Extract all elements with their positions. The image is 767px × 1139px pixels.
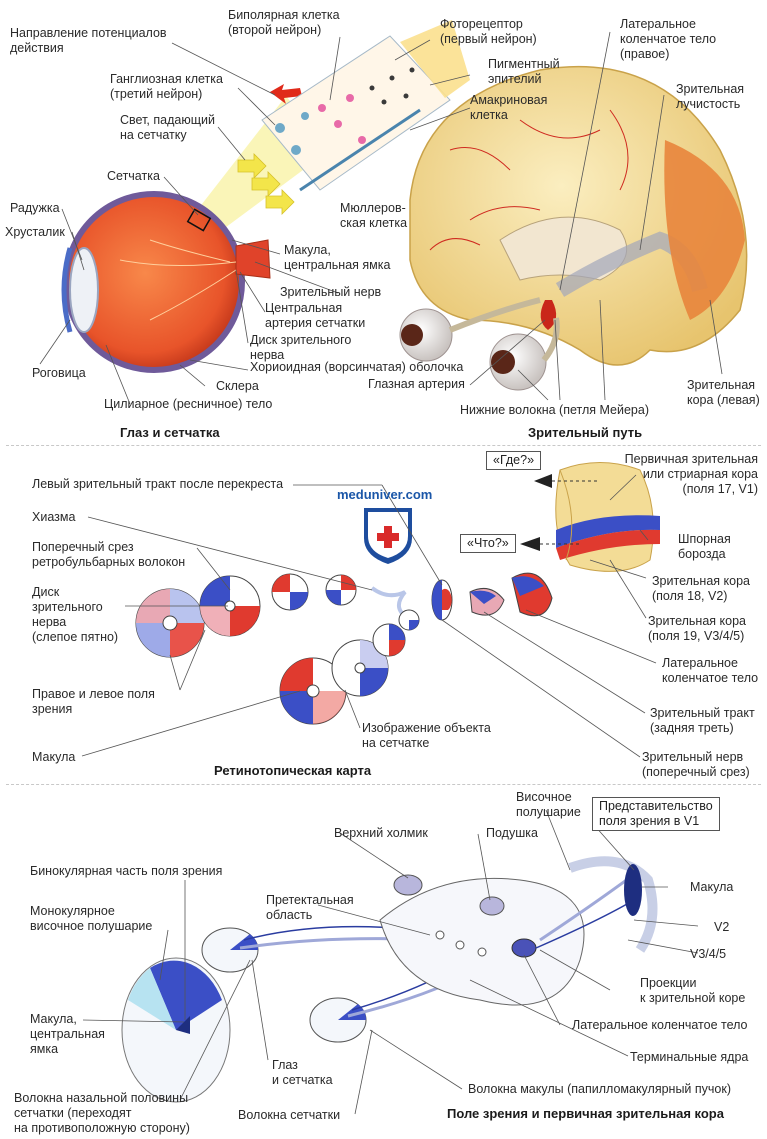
caption-visual-pathway: Зрительный путь <box>528 425 643 440</box>
disc-3 <box>271 573 309 611</box>
lgn-shape-1 <box>469 587 505 616</box>
label-choroid: Хориоидная (ворсинчатая) оболочка <box>250 360 464 374</box>
retina-layers <box>261 20 470 192</box>
label-iris: Радужка <box>10 201 60 215</box>
label-ophthalmic-artery: Глазная артерия <box>368 377 465 391</box>
disc-image-4 <box>398 609 420 631</box>
label-retina: Сетчатка <box>107 169 160 183</box>
divider-1 <box>6 445 761 446</box>
label-ciliary-body: Цилиарное (ресничное) тело <box>104 397 273 411</box>
disc-image-3 <box>372 623 406 657</box>
caption-visual-field-cortex: Поле зрения и первичная зрительная кора <box>447 1106 724 1121</box>
label-chiasm: Хиазма <box>32 510 76 524</box>
disc-image-1 <box>279 657 347 725</box>
label-terminal-nuclei: Терминальные ядра <box>630 1050 749 1064</box>
label-bipolar-cell: Биполярная клетка(второй нейрон) <box>228 8 340 37</box>
lens-shape <box>69 247 99 333</box>
label-meyer-loop: Нижние волокна (петля Мейера) <box>460 403 650 417</box>
label-lgn-3: Латеральное коленчатое тело <box>572 1018 748 1032</box>
label-v2: Зрительная кора(поля 18, V2) <box>652 574 750 603</box>
disc-5 <box>431 579 453 621</box>
label-pulvinar: Подушка <box>486 826 538 840</box>
label-photoreceptor: Фоторецептор(первый нейрон) <box>440 17 537 46</box>
label-ganglion-cell: Ганглиозная клетка(третий нейрон) <box>110 72 223 101</box>
cortex-diagram <box>520 462 660 572</box>
disc-1 <box>135 588 205 658</box>
label-muller-cell: Мюллеров-ская клетка <box>340 201 408 230</box>
brain-diagram <box>399 66 748 391</box>
what-box: «Что?» <box>460 534 516 553</box>
label-retinal-fibers: Волокна сетчатки <box>238 1108 341 1122</box>
caption-retinotopic-map: Ретинотопическая карта <box>214 763 372 778</box>
disc-image-2 <box>331 639 389 697</box>
leader-lines <box>39 31 723 1115</box>
label-macula-v1: Макула <box>690 880 734 894</box>
label-sclera: Склера <box>216 379 259 393</box>
label-optic-nerve: Зрительный нерв <box>280 285 382 299</box>
caption-eye-retina: Глаз и сетчатка <box>120 425 220 440</box>
optic-nerve-shape <box>235 239 271 279</box>
label-cornea: Роговица <box>32 366 86 380</box>
retinotopic-map <box>135 572 553 725</box>
lgn-shape-2 <box>511 572 553 617</box>
label-v345-area: V3/4/5 <box>690 947 727 961</box>
label-macula: Макула,центральная ямка <box>284 243 391 272</box>
disc-4 <box>325 574 357 606</box>
divider-2 <box>6 784 761 785</box>
logo-shield <box>364 508 412 564</box>
label-optic-tract-posterior: Зрительный тракт(задняя треть) <box>650 706 755 735</box>
label-lens: Хрусталик <box>5 225 65 239</box>
label-superior-colliculus: Верхний холмик <box>334 826 428 840</box>
label-binocular-field: Бинокулярная часть поля зрения <box>30 864 223 878</box>
label-v3: Зрительная кора(поля 19, V3/4/5) <box>648 614 746 643</box>
where-box: «Где?» <box>486 451 542 470</box>
visual-field-diagram <box>121 856 658 1103</box>
label-optic-nerve-section: Зрительный нерв(поперечный срез) <box>642 750 750 779</box>
retina-zoom-box <box>186 208 212 232</box>
label-macula-2: Макула <box>32 750 76 764</box>
logo-text[interactable]: meduniver.com <box>337 487 433 502</box>
action-potential-arrow <box>270 84 302 104</box>
where-arrow <box>534 474 552 488</box>
label-v2-area: V2 <box>714 920 730 934</box>
label-macular-fibers: Волокна макулы (папилломакулярный пучок) <box>468 1082 731 1096</box>
what-arrow <box>520 537 540 551</box>
label-left-optic-tract: Левый зрительный тракт после перекреста <box>32 477 284 491</box>
